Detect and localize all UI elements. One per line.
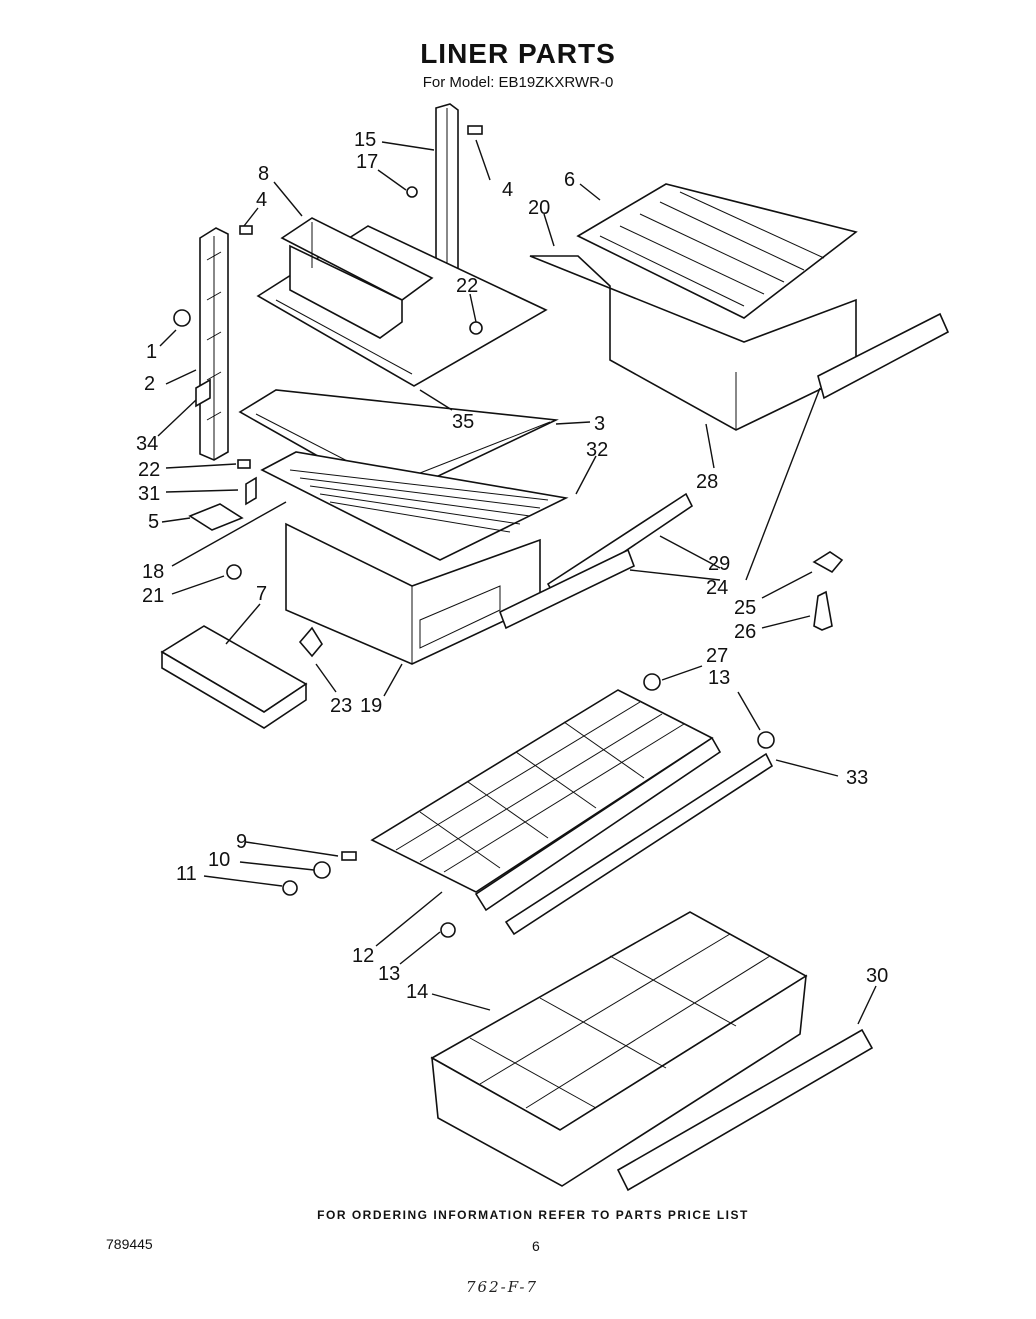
callout-20: 20 (528, 197, 550, 219)
wire-basket (430, 911, 808, 1187)
lower-ribbed-shelf (260, 451, 569, 561)
drawer-trim-strips (498, 312, 950, 630)
ordering-note: FOR ORDERING INFORMATION REFER TO PARTS … (317, 1208, 749, 1222)
page-number: 6 (532, 1238, 540, 1254)
callout-32: 32 (586, 439, 608, 461)
callout-4-right: 4 (502, 179, 513, 201)
model-subtitle: For Model: EB19ZKXRWR-0 (422, 74, 614, 91)
callout-35: 35 (452, 411, 474, 433)
ice-tray (160, 625, 308, 729)
callout-17: 17 (356, 151, 378, 173)
callout-21: 21 (142, 585, 164, 607)
callout-29: 29 (708, 553, 730, 575)
small-hardware (173, 125, 844, 938)
page-title: LINER PARTS (420, 38, 616, 69)
callout-22-upper: 22 (456, 275, 478, 297)
callout-14: 14 (406, 981, 428, 1003)
callout-1: 1 (146, 341, 157, 363)
callout-33: 33 (846, 767, 868, 789)
callout-27: 27 (706, 645, 728, 667)
callout-13-right: 13 (708, 667, 730, 689)
shelf-trim (474, 736, 774, 936)
handwritten-note: 762-F-7 (466, 1278, 539, 1296)
basket-trim (616, 1028, 874, 1192)
callout-25: 25 (734, 597, 756, 619)
callout-labels: 1 2 3 4 4 5 6 7 8 9 10 11 12 13 13 14 15… (136, 129, 888, 1003)
callout-28: 28 (696, 471, 718, 493)
callout-9: 9 (236, 831, 247, 853)
crisper-drawer-right (529, 255, 857, 431)
callout-34: 34 (136, 433, 158, 455)
callout-23: 23 (330, 695, 352, 717)
callout-31: 31 (138, 483, 160, 505)
callout-30: 30 (866, 965, 888, 987)
callout-26: 26 (734, 621, 756, 643)
callout-15: 15 (354, 129, 376, 151)
left-rail (199, 227, 229, 461)
callout-8: 8 (258, 163, 269, 185)
callout-2: 2 (144, 373, 155, 395)
callout-18: 18 (142, 561, 164, 583)
callout-13-left: 13 (378, 963, 400, 985)
door-bin (280, 217, 434, 339)
callout-22-lower: 22 (138, 459, 160, 481)
callout-7: 7 (256, 583, 267, 605)
callout-3: 3 (594, 413, 605, 435)
leader-lines (157, 139, 877, 1025)
callout-5: 5 (148, 511, 159, 533)
callout-24: 24 (706, 577, 728, 599)
callout-12: 12 (352, 945, 374, 967)
callout-6: 6 (564, 169, 575, 191)
crisper-cover-right (576, 183, 858, 319)
callout-19: 19 (360, 695, 382, 717)
callout-4-left: 4 (256, 189, 267, 211)
callout-10: 10 (208, 849, 230, 871)
document-number: 789445 (106, 1236, 153, 1252)
callout-11: 11 (176, 863, 197, 885)
